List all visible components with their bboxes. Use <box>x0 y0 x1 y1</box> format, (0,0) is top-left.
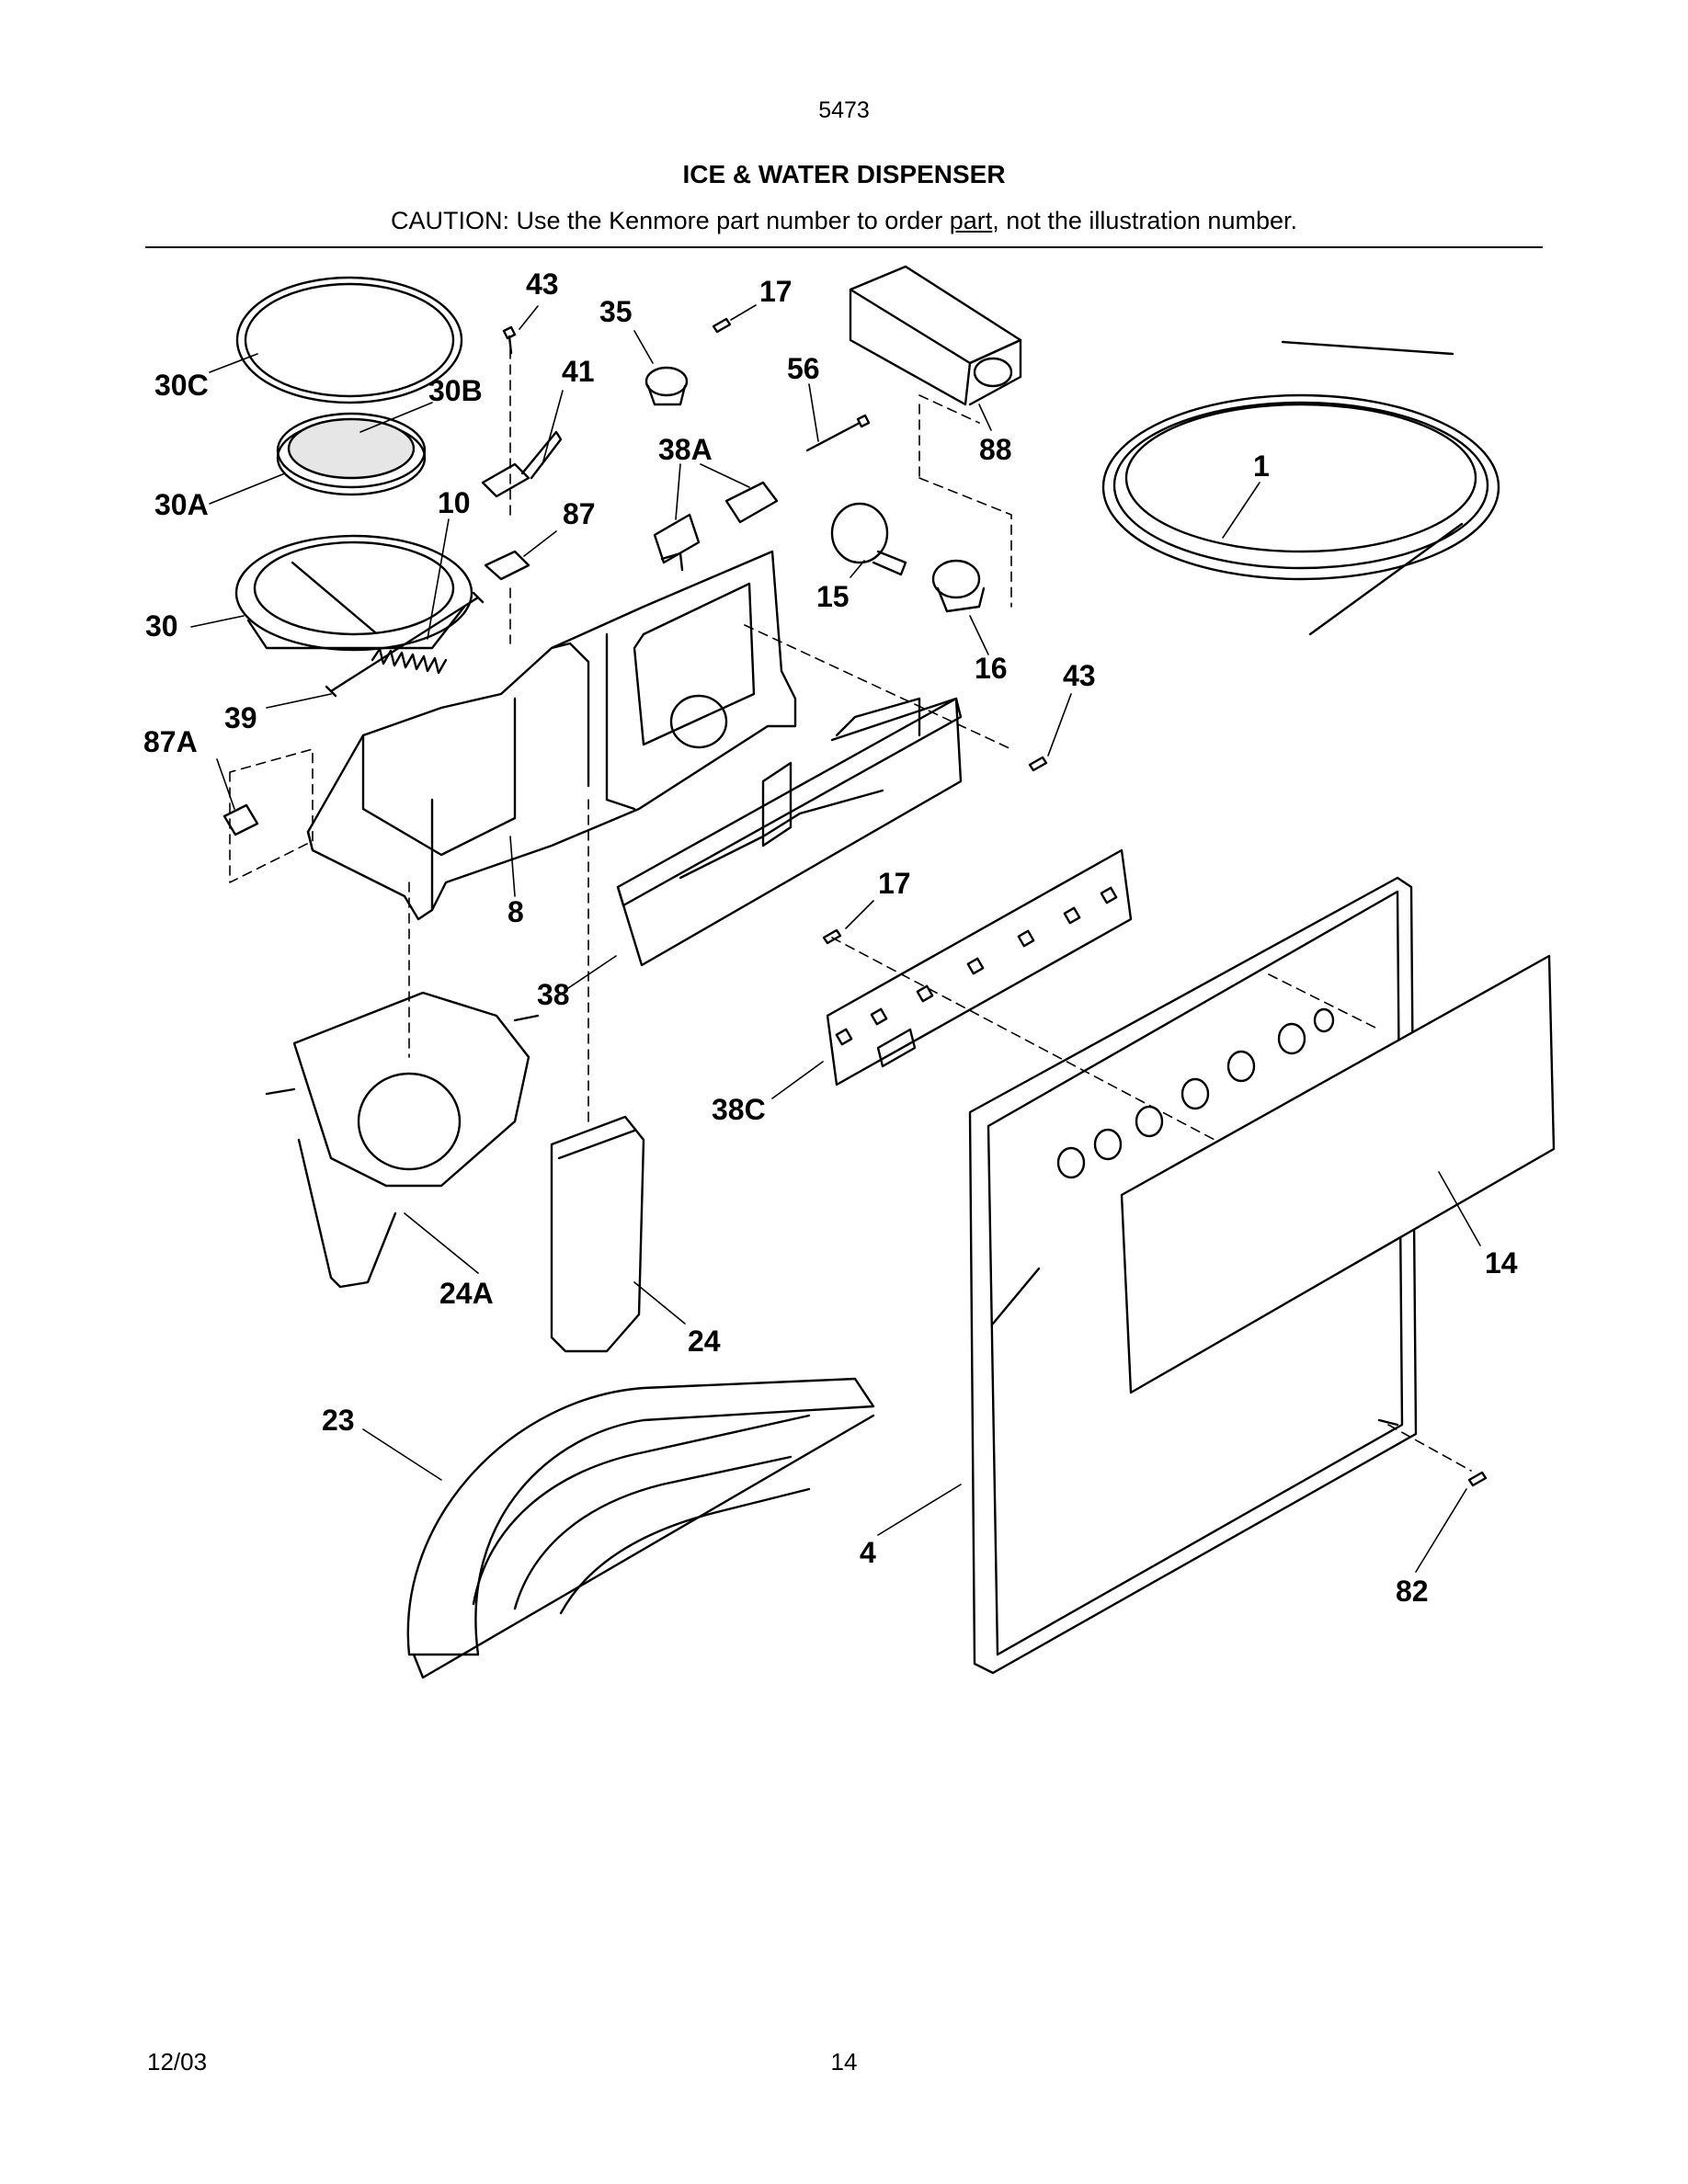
callout-30C: 30C <box>154 369 209 402</box>
callout-17-top: 17 <box>759 275 793 308</box>
part-88-cover <box>849 265 1022 406</box>
callout-labels: 30C 30B 30A 30 39 87A 43 35 17 41 56 88 … <box>143 267 1518 1608</box>
callout-82: 82 <box>1396 1575 1429 1608</box>
part-15-light-bulb <box>830 502 907 576</box>
header-rule <box>145 246 1543 248</box>
part-35-connector <box>644 366 689 406</box>
callout-87: 87 <box>563 497 596 530</box>
part-38a-switches <box>653 481 779 572</box>
part-14-panel-cover <box>1120 954 1556 1394</box>
callout-16: 16 <box>975 652 1008 685</box>
callout-30A: 30A <box>154 488 209 521</box>
part-4-dispenser-frame <box>968 876 1418 1675</box>
part-23-drip-tray <box>406 1377 875 1679</box>
callout-17-mid: 17 <box>878 867 911 900</box>
callout-leader-lines <box>190 304 1481 1573</box>
part-30a-30b-light-lens <box>276 412 427 496</box>
callout-10: 10 <box>438 486 471 519</box>
callout-14: 14 <box>1485 1246 1518 1280</box>
caution-underlined-word: part <box>949 207 993 234</box>
callout-15: 15 <box>816 580 850 613</box>
callout-87A: 87A <box>143 725 198 758</box>
part-38c-switch-board <box>826 848 1133 1086</box>
callout-38: 38 <box>537 978 570 1011</box>
part-16-socket <box>931 559 986 613</box>
part-41-87-brackets <box>481 430 563 581</box>
footer-date: 12/03 <box>147 2048 208 2076</box>
callout-88: 88 <box>979 433 1012 466</box>
callout-1: 1 <box>1253 449 1270 483</box>
callout-23: 23 <box>322 1404 355 1437</box>
part-8-dispenser-housing <box>306 550 797 921</box>
part-10-39-spring-shaft <box>371 647 448 675</box>
part-1-water-tubing <box>1101 340 1500 636</box>
callout-30B: 30B <box>428 374 483 407</box>
part-24-water-paddle <box>550 1115 645 1353</box>
callout-4: 4 <box>860 1536 876 1569</box>
part-24a-ice-chute <box>265 991 540 1289</box>
callout-43-right: 43 <box>1063 659 1096 692</box>
part-38-control-board <box>616 697 963 967</box>
page-title: ICE & WATER DISPENSER <box>682 160 1006 188</box>
screws <box>502 317 1488 1487</box>
part-30-chute-door <box>234 534 485 698</box>
callout-39: 39 <box>224 701 257 734</box>
caution-text-start: CAUTION: Use the Kenmore part number to … <box>391 207 950 234</box>
model-number: 5473 <box>818 97 870 123</box>
callout-24: 24 <box>688 1325 721 1358</box>
alignment-guides <box>229 348 1472 1472</box>
callout-35: 35 <box>599 295 633 328</box>
callout-38A: 38A <box>658 433 713 466</box>
callout-56: 56 <box>787 352 820 385</box>
part-30c-gasket-ring <box>235 276 463 404</box>
callout-43-top: 43 <box>526 267 559 301</box>
callout-8: 8 <box>508 895 524 928</box>
caution-note: CAUTION: Use the Kenmore part number to … <box>0 207 1688 235</box>
part-87a-clip <box>222 803 259 836</box>
caution-text-end: , not the illustration number. <box>992 207 1297 234</box>
callout-30: 30 <box>145 609 178 643</box>
callout-38C: 38C <box>712 1093 766 1126</box>
callout-41: 41 <box>562 355 595 388</box>
callout-24A: 24A <box>439 1277 494 1310</box>
page-number: 14 <box>830 2048 858 2076</box>
